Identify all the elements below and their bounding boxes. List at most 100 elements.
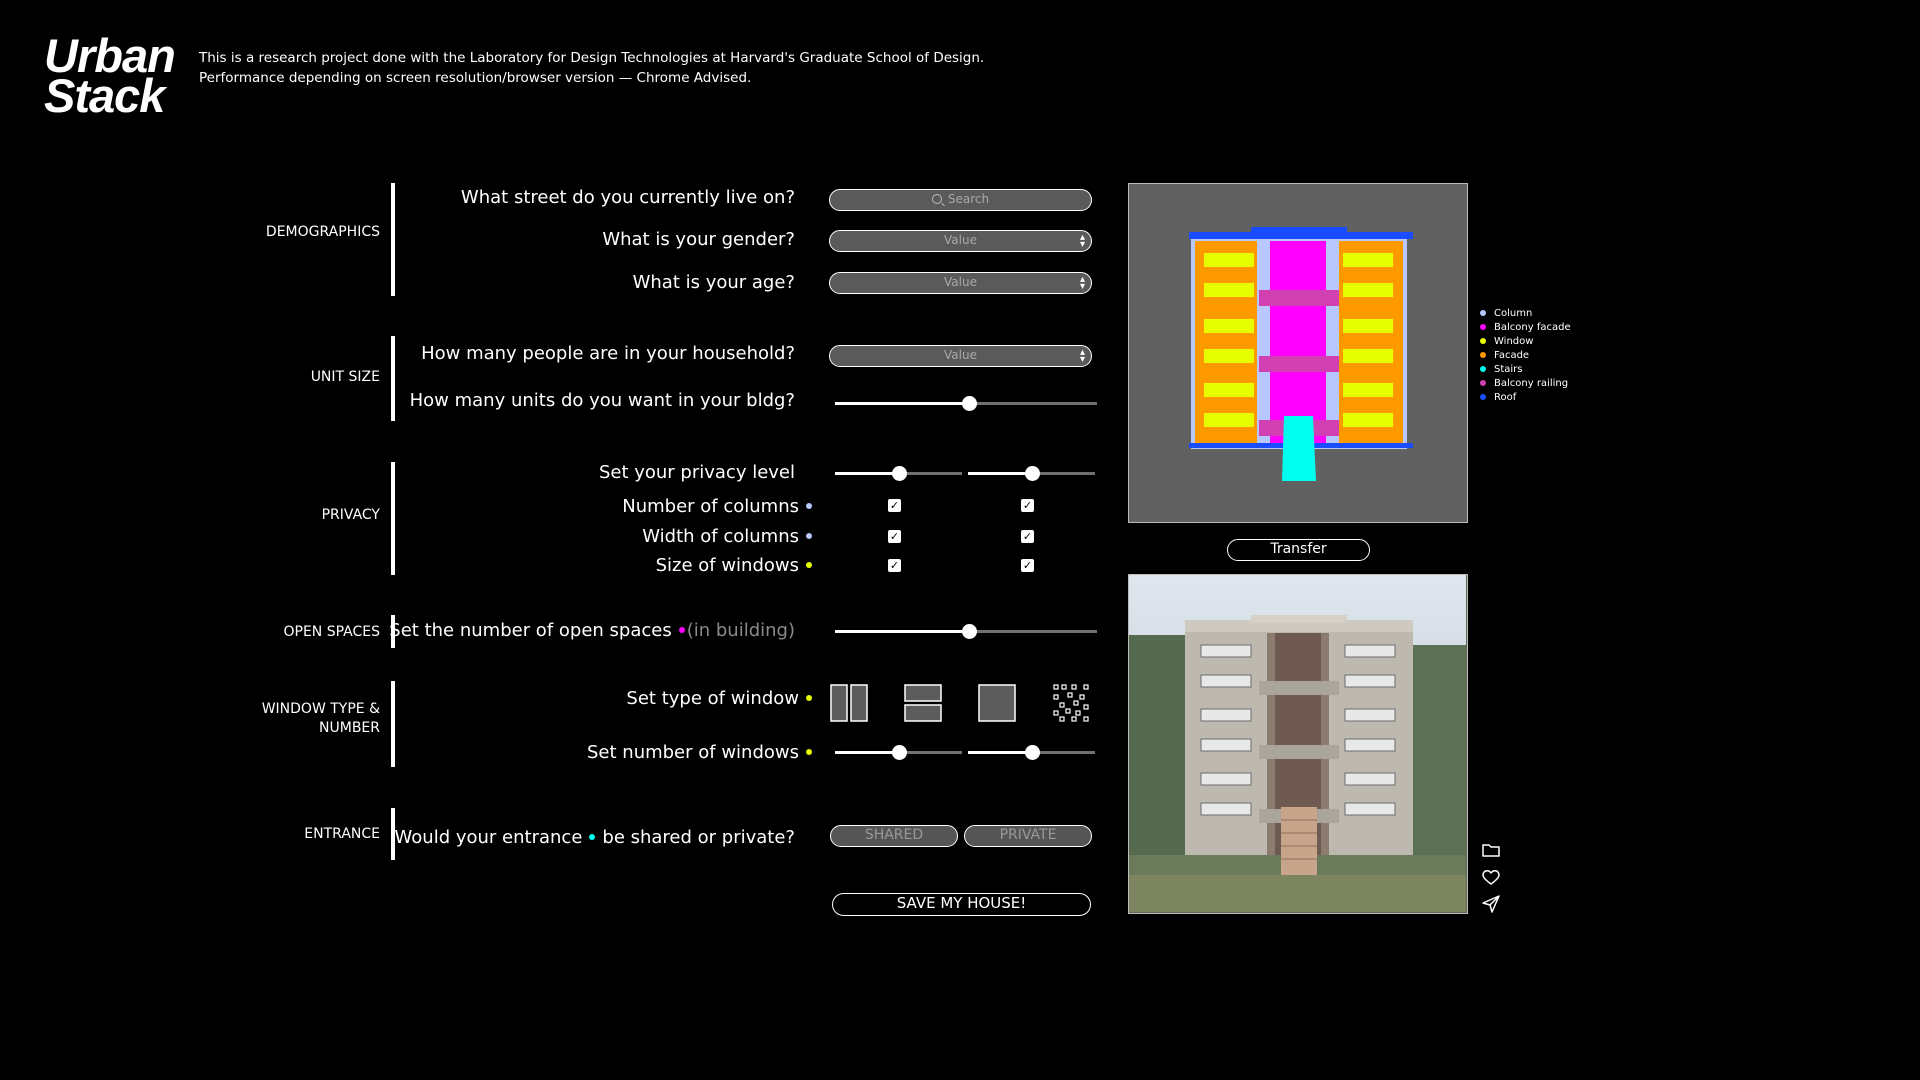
gender-select[interactable]: Value ▴▾ <box>829 230 1092 252</box>
question-size-of-windows-text: Size of windows <box>655 555 799 576</box>
legend-dot <box>1480 352 1486 358</box>
section-divider-demographics <box>391 183 395 296</box>
section-label-unit-size: UNIT SIZE <box>310 369 380 385</box>
transfer-button[interactable]: Transfer <box>1227 539 1370 561</box>
privacy-slider-a[interactable] <box>835 466 962 481</box>
checkbox-width-columns-b[interactable]: ✓ <box>1021 530 1034 543</box>
chevron-updown-icon: ▴▾ <box>1079 347 1085 365</box>
legend-item-balcony-facade: Balcony facade <box>1480 321 1571 335</box>
segmentation-canvas[interactable] <box>1128 183 1468 523</box>
send-icon[interactable] <box>1481 894 1501 914</box>
checkbox-num-columns-b[interactable]: ✓ <box>1021 499 1034 512</box>
save-my-house-button[interactable]: SAVE MY HOUSE! <box>832 893 1091 916</box>
question-open-spaces-note: (in building) <box>686 620 795 641</box>
legend-dot <box>1480 338 1486 344</box>
slider-knob[interactable] <box>961 624 977 639</box>
windows-slider-a[interactable] <box>835 745 962 760</box>
window-color-dot <box>806 749 812 755</box>
column-color-dot <box>806 533 812 539</box>
segmentation-legend: Column Balcony facade Window Facade Stai… <box>1480 307 1571 405</box>
section-label-privacy: PRIVACY <box>321 507 380 523</box>
legend-label: Stairs <box>1494 364 1523 375</box>
section-label-demographics: DEMOGRAPHICS <box>265 224 380 240</box>
section-label-window-type-line-1: WINDOW TYPE & <box>261 701 380 717</box>
slider-knob[interactable] <box>891 466 907 481</box>
window-type-horizontal-split[interactable] <box>904 684 942 722</box>
slider-knob[interactable] <box>1024 745 1040 760</box>
legend-item-roof: Roof <box>1480 391 1571 405</box>
shared-button[interactable]: SHARED <box>830 825 958 847</box>
section-divider-window-type <box>391 681 395 767</box>
intro-line-1: This is a research project done with the… <box>199 50 985 66</box>
logo-line-1: Urban <box>44 29 176 82</box>
window-type-vertical-split[interactable] <box>830 684 868 722</box>
legend-dot <box>1480 380 1486 386</box>
heart-icon[interactable] <box>1481 867 1501 887</box>
legend-label: Column <box>1494 308 1533 319</box>
chevron-updown-icon: ▴▾ <box>1079 232 1085 250</box>
question-size-of-windows: Size of windows <box>656 555 812 576</box>
question-number-of-windows: Set number of windows <box>587 742 812 763</box>
question-open-spaces-text: Set the number of open spaces <box>389 620 672 641</box>
question-open-spaces: Set the number of open spaces (in buildin… <box>389 620 795 641</box>
legend-item-facade: Facade <box>1480 349 1571 363</box>
slider-knob[interactable] <box>961 396 977 411</box>
section-divider-privacy <box>391 462 395 575</box>
section-label-window-type: WINDOW TYPE & NUMBER <box>262 700 380 738</box>
units-slider[interactable] <box>835 396 1097 411</box>
window-type-scattered[interactable] <box>1053 684 1091 722</box>
logo: Urban Stack <box>44 29 176 119</box>
legend-dot <box>1480 394 1486 400</box>
legend-label: Facade <box>1494 350 1530 361</box>
street-search-placeholder: Search <box>947 192 990 206</box>
section-divider-unit-size <box>391 336 395 421</box>
legend-label: Window <box>1494 336 1534 347</box>
legend-dot <box>1480 366 1486 372</box>
question-width-of-columns: Width of columns <box>642 526 812 547</box>
question-width-of-columns-text: Width of columns <box>642 526 799 547</box>
question-number-of-windows-text: Set number of windows <box>587 742 799 763</box>
legend-label: Balcony facade <box>1494 322 1571 333</box>
checkbox-size-windows-a[interactable]: ✓ <box>888 559 901 572</box>
legend-item-stairs: Stairs <box>1480 363 1571 377</box>
window-color-dot <box>806 562 812 568</box>
generated-building-drawing <box>1129 575 1466 912</box>
question-household: How many people are in your household? <box>421 343 795 364</box>
windows-slider-b[interactable] <box>968 745 1095 760</box>
question-entrance-text-before: Would your entrance <box>394 827 583 848</box>
street-search-input[interactable]: Search <box>829 189 1092 211</box>
question-number-of-columns: Number of columns <box>622 496 812 517</box>
folder-icon[interactable] <box>1481 840 1501 860</box>
legend-item-column: Column <box>1480 307 1571 321</box>
checkbox-width-columns-a[interactable]: ✓ <box>888 530 901 543</box>
window-single-pane-icon <box>978 684 1016 722</box>
intro-text: This is a research project done with the… <box>199 48 984 88</box>
question-window-type: Set type of window <box>626 688 812 709</box>
age-select[interactable]: Value ▴▾ <box>829 272 1092 294</box>
private-button[interactable]: PRIVATE <box>964 825 1092 847</box>
open-spaces-slider[interactable] <box>835 624 1097 639</box>
section-divider-open-spaces <box>391 615 395 648</box>
slider-knob[interactable] <box>891 745 907 760</box>
balcony-facade-color-dot <box>678 627 685 633</box>
window-type-single-pane[interactable] <box>978 684 1016 722</box>
window-horizontal-split-icon <box>904 684 942 722</box>
section-label-entrance: ENTRANCE <box>304 826 380 842</box>
privacy-slider-b[interactable] <box>968 466 1095 481</box>
checkbox-num-columns-a[interactable]: ✓ <box>888 499 901 512</box>
stairs-color-dot <box>589 834 596 840</box>
legend-item-window: Window <box>1480 335 1571 349</box>
household-select[interactable]: Value ▴▾ <box>829 345 1092 367</box>
section-label-window-type-line-2: NUMBER <box>319 720 380 736</box>
slider-knob[interactable] <box>1024 466 1040 481</box>
window-color-dot <box>806 695 812 701</box>
window-scattered-icon <box>1053 684 1089 722</box>
question-privacy-level: Set your privacy level <box>598 462 795 483</box>
legend-dot <box>1480 324 1486 330</box>
checkbox-size-windows-b[interactable]: ✓ <box>1021 559 1034 572</box>
search-icon <box>931 194 942 204</box>
legend-item-balcony-railing: Balcony railing <box>1480 377 1571 391</box>
question-window-type-text: Set type of window <box>626 688 799 709</box>
intro-line-2: Performance depending on screen resoluti… <box>199 70 752 86</box>
legend-label: Roof <box>1494 392 1517 403</box>
